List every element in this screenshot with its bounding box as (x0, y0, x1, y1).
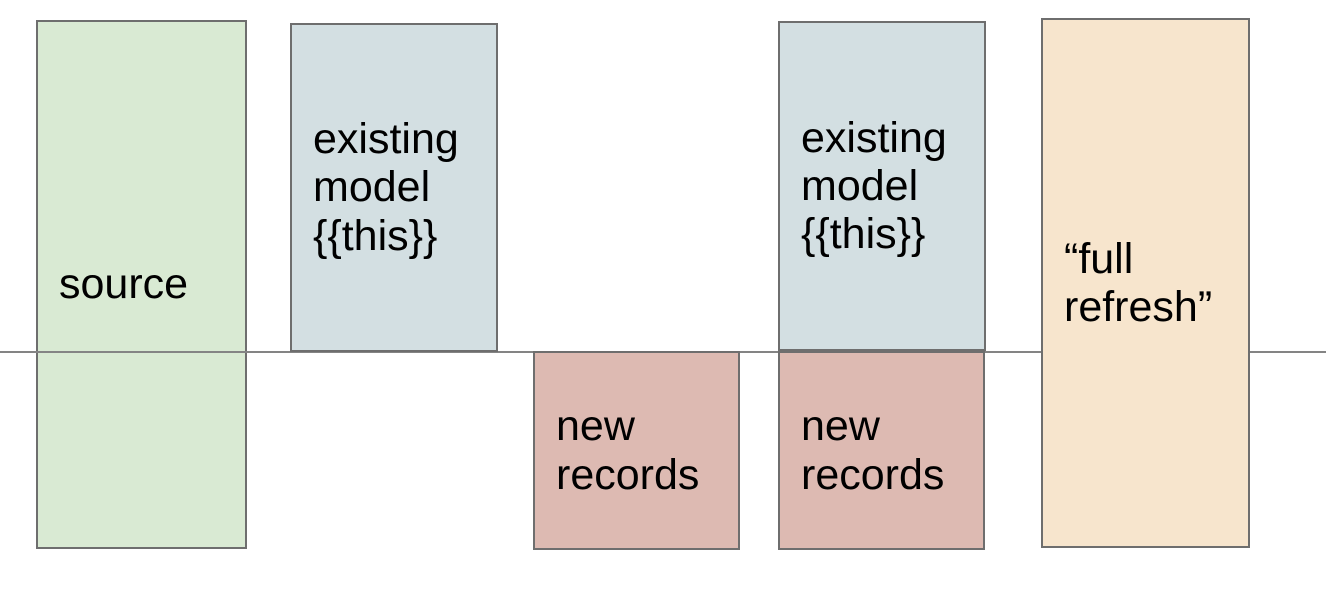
box-existing-model-1-label: existing model {{this}} (313, 115, 459, 260)
box-existing-model-1: existing model {{this}} (290, 23, 498, 352)
box-full-refresh-label: “full refresh” (1064, 234, 1213, 331)
box-source: source (36, 20, 247, 549)
box-source-label: source (59, 260, 189, 309)
box-existing-model-2-label: existing model {{this}} (801, 113, 947, 259)
box-existing-model-2: existing model {{this}} (778, 21, 986, 351)
box-new-records-2: new records (778, 351, 985, 550)
box-new-records-2-label: new records (801, 402, 945, 499)
box-new-records-1: new records (533, 351, 740, 550)
box-new-records-1-label: new records (556, 402, 700, 499)
box-full-refresh: “full refresh” (1041, 18, 1250, 548)
